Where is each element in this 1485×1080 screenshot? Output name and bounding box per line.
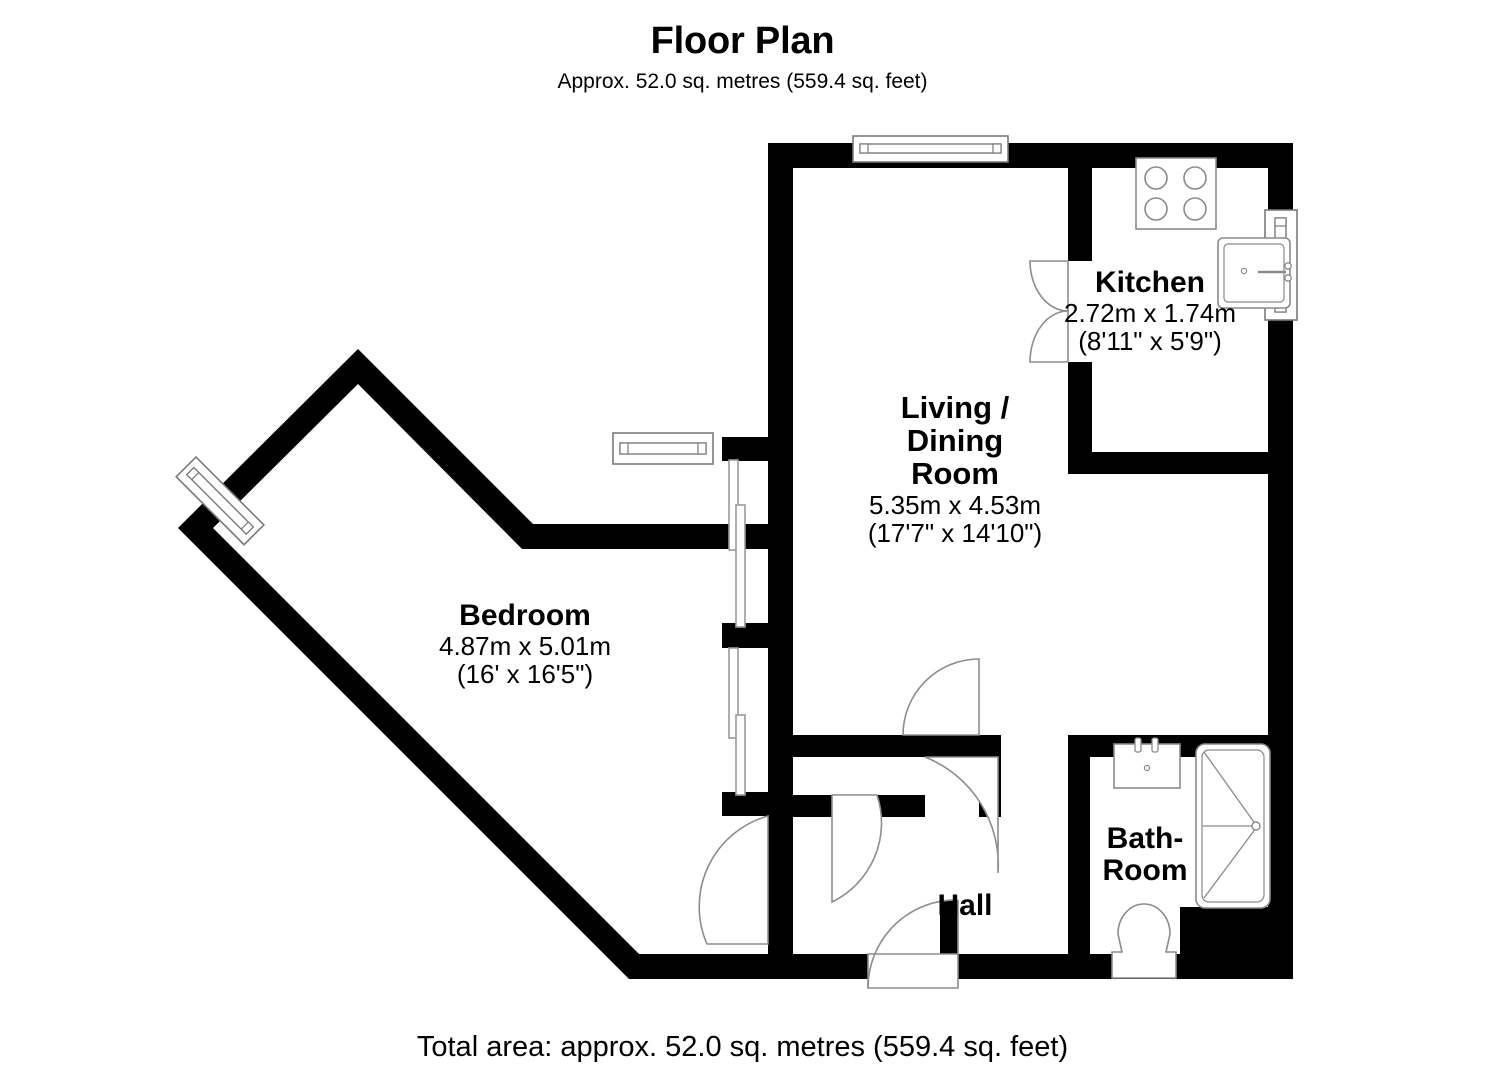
wall-bedroom-east [768,437,793,549]
door-cupboard[interactable] [831,794,930,905]
wall-hall-entrance-jamb [940,900,958,954]
bathroom-bathtub-icon [1195,743,1271,909]
room-label-bathroom: Bath- Room [1060,823,1230,887]
page-title: Floor Plan [650,20,835,62]
room-name-hall: Hall [937,889,993,922]
room-dim-kitchen-metric: 2.72m x 1.74m [1064,297,1236,328]
page-subtitle: Approx. 52.0 sq. metres (559.4 sq. feet) [557,69,928,93]
room-dim-bedroom-imperial: (16' x 16'5") [456,659,594,690]
kitchen-sink-icon [1217,237,1292,309]
bathroom-toilet-icon [1111,903,1177,979]
sliding-doors-bedroom-east[interactable] [728,459,746,796]
room-name-living-line2: Dining [906,422,1004,458]
wall-bathroom-west-lower [1068,907,1090,979]
wall-stub-bedroom-low [722,792,770,816]
room-label-bedroom: Bedroom 4.87m x 5.01m (16' x 16'5") [375,600,675,689]
window-bedroom-north [612,432,714,465]
room-dim-living-imperial: (17'7" x 14'10") [867,518,1043,549]
room-name-kitchen: Kitchen [1094,266,1205,299]
plan-header: Floor Plan Approx. 52.0 sq. metres (559.… [0,20,1485,93]
total-area-text: Total area: approx. 52.0 sq. metres (559… [416,1031,1069,1063]
room-label-kitchen: Kitchen 2.72m x 1.74m (8'11" x 5'9") [1005,267,1295,356]
room-name-living-line1: Living / [900,390,1010,425]
wall-stub-bedroom-top [722,437,770,461]
room-dim-living-metric: 5.35m x 4.53m [869,489,1041,520]
room-name-bathroom-line1: Bath- [1106,822,1184,855]
room-label-hall: Hall [880,890,1050,922]
wall-stub-bedroom-mid [722,623,770,648]
room-name-bathroom-line2: Room [1102,853,1188,887]
door-hall-entrance[interactable] [867,899,959,989]
room-dim-bedroom-metric: 4.87m x 5.01m [439,630,611,661]
door-bathroom[interactable] [924,756,1000,874]
door-bedroom-to-hall[interactable] [698,814,769,945]
window-bedroom-bay-diagonal [175,455,266,546]
wall-hall-north [793,735,979,757]
wall-kitchen-west [1068,143,1092,261]
room-name-living-line3: Room [911,455,999,491]
kitchen-hob-icon [1135,157,1217,230]
wall-bedroom-east-mid [768,549,793,979]
wall-bathroom-southeast-infill [1180,907,1273,954]
wall-bathroom-west [1068,757,1090,907]
door-kitchen-double[interactable] [1029,260,1069,363]
door-living-to-hall[interactable] [902,658,980,736]
wall-kitchen-south [1068,452,1273,474]
room-dim-kitchen-imperial: (8'11" x 5'9") [1078,326,1222,357]
bathroom-washbasin-icon [1113,737,1181,789]
window-living-north [852,135,1009,163]
room-name-bedroom: Bedroom [459,599,591,632]
room-label-living-dining: Living / Dining Room 5.35m x 4.53m (17'7… [790,390,1120,549]
